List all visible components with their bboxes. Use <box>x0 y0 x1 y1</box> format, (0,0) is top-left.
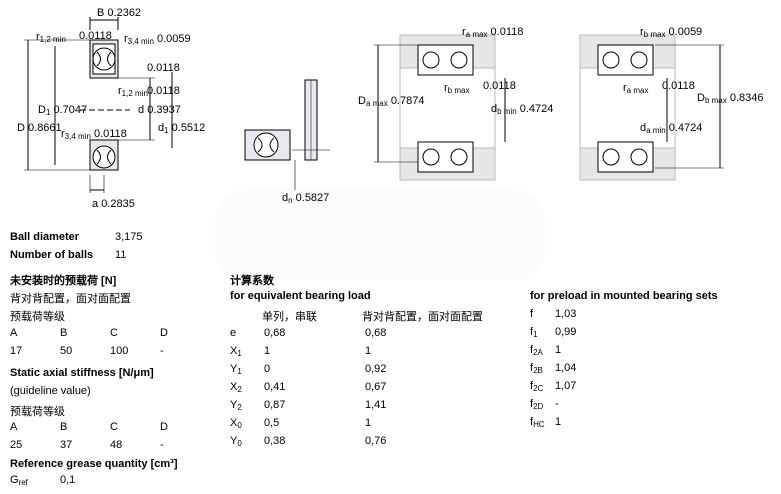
factor-value-paired: 1 <box>365 417 372 429</box>
spacer-drawing <box>244 79 330 190</box>
dim-r12-label: r1,2 min <box>36 31 66 44</box>
grease-title: Reference grease quantity [cm³] <box>10 458 178 470</box>
preload-value-a: 17 <box>10 345 23 357</box>
preload-sub: 背对背配置，面对面配置 <box>10 293 131 305</box>
grease-label: Gref <box>10 474 28 487</box>
bearing-section-drawing <box>24 17 173 193</box>
mounting-drawing-b <box>579 34 724 181</box>
dim-r34-b-label: r3,4 min 0.0118 <box>61 128 127 141</box>
preload-factor-value: 1,04 <box>555 362 577 374</box>
stiffness-value-c: 48 <box>110 439 123 451</box>
preload-factor-value: 1 <box>555 344 562 356</box>
preload-factor-value: - <box>555 398 559 410</box>
dim-outer-d-label: D 0.8661 <box>17 122 62 134</box>
calc-title: 计算系数 <box>230 275 274 287</box>
stiffness-class: 预载荷等级 <box>10 406 65 418</box>
factor-value-single: 0,38 <box>264 435 286 447</box>
ball-diameter-label: Ball diameter <box>10 231 80 243</box>
dim-ramax-label: ra max 0.0118 <box>462 26 524 39</box>
dim-r12-value: 0.0118 <box>79 30 112 42</box>
preload-factor-value: 1 <box>555 416 562 428</box>
stiffness-value-a: 25 <box>10 439 23 451</box>
factor-symbol: X0 <box>230 417 242 430</box>
num-balls-value: 11 <box>115 249 127 261</box>
equivalent-load-title: for equivalent bearing load <box>230 290 371 302</box>
dim-damax-label: Da max 0.7874 <box>358 95 425 108</box>
stiffness-value-b: 37 <box>60 439 73 451</box>
num-balls-label: Number of balls <box>10 249 94 261</box>
dim-b-label: B 0.2362 <box>97 7 142 19</box>
preload-factor-symbol: f <box>530 308 534 320</box>
dim-r34-label: r3,4 min 0.0059 <box>124 33 191 46</box>
preload-class: 预载荷等级 <box>10 311 65 323</box>
dim-r12-b-value: 0.0118 <box>147 85 180 97</box>
preload-factor-symbol: f2D <box>530 398 544 411</box>
factor-symbol: e <box>230 327 237 339</box>
mounting-drawing-a <box>374 34 506 181</box>
factor-symbol: X1 <box>230 345 242 358</box>
dim-ramax-b-value: 0.0118 <box>662 80 695 92</box>
factor-value-paired: 0,67 <box>365 381 387 393</box>
factor-value-paired: 0,92 <box>365 363 387 375</box>
preload-header-a: A <box>10 327 18 339</box>
dim-rbmax-value: 0.0118 <box>483 80 516 92</box>
stiffness-value-d: - <box>160 439 164 451</box>
factor-value-paired: 0,76 <box>365 435 387 447</box>
dim-damin-label: da min 0.4724 <box>640 122 703 135</box>
dim-dn-label: dn 0.5827 <box>282 192 330 205</box>
factor-value-single: 1 <box>264 345 271 357</box>
factor-symbol: Y1 <box>230 363 242 376</box>
grease-value: 0,1 <box>60 474 76 486</box>
preload-factor-symbol: f1 <box>530 326 538 339</box>
factor-value-single: 0,87 <box>264 399 286 411</box>
stiffness-header-b: B <box>60 421 68 433</box>
dim-rbmax-b-label: rb max 0.0059 <box>640 26 703 39</box>
dim-r12-b-label: r1,2 min <box>118 85 148 98</box>
factor-value-paired: 0,68 <box>365 327 387 339</box>
preload-sets-title: for preload in mounted bearing sets <box>530 290 718 302</box>
factor-symbol: Y2 <box>230 399 242 412</box>
factor-value-single: 0 <box>264 363 271 375</box>
preload-factor-symbol: f2A <box>530 344 543 357</box>
col-single-row: 单列，串联 <box>262 311 317 323</box>
preload-factor-value: 1,03 <box>555 308 577 320</box>
stiffness-title: Static axial stiffness [N/μm] <box>10 367 154 379</box>
dim-rbmax-label: rb max <box>444 82 470 95</box>
factor-value-paired: 1 <box>365 345 372 357</box>
dim-d-label: d 0.3937 <box>138 104 181 116</box>
factor-value-single: 0,68 <box>264 327 286 339</box>
col-back-to-back: 背对背配置，面对面配置 <box>362 311 483 323</box>
preload-factor-symbol: f2C <box>530 380 544 393</box>
dim-a-label: a 0.2835 <box>92 198 135 210</box>
preload-factor-symbol: fHC <box>530 416 545 429</box>
preload-header-c: C <box>110 327 118 339</box>
preload-header-d: D <box>160 327 168 339</box>
stiffness-sub: (guideline value) <box>10 385 91 397</box>
factor-value-paired: 1,41 <box>365 399 387 411</box>
dim-d1-label: d1 0.5512 <box>158 122 206 135</box>
dim-dbmin-label: db min 0.4724 <box>491 103 554 116</box>
preload-factor-symbol: f2B <box>530 362 543 375</box>
preload-factor-value: 1,07 <box>555 380 577 392</box>
preload-value-c: 100 <box>110 345 129 357</box>
factor-value-single: 0,41 <box>264 381 286 393</box>
ball-diameter-value: 3,175 <box>115 231 143 243</box>
preload-value-d: - <box>160 345 164 357</box>
factor-symbol: X2 <box>230 381 242 394</box>
preload-factor-value: 0,99 <box>555 326 577 338</box>
preload-header-b: B <box>60 327 68 339</box>
dim-dbmax-label: Db max 0.8346 <box>697 92 764 105</box>
preload-value-b: 50 <box>60 345 73 357</box>
stiffness-header-c: C <box>110 421 118 433</box>
bearing-drawings <box>24 17 724 193</box>
preload-title: 未安装时的预载荷 [N] <box>10 275 117 287</box>
factor-value-single: 0,5 <box>264 417 280 429</box>
dim-ramax-b-label: ra max <box>623 82 649 95</box>
dim-r12-right-value: 0.0118 <box>147 62 180 74</box>
factor-symbol: Y0 <box>230 435 242 448</box>
stiffness-header-a: A <box>10 421 18 433</box>
stiffness-header-d: D <box>160 421 168 433</box>
watermark <box>215 190 545 280</box>
dim-d1-upper-label: D1 0.7047 <box>38 104 88 117</box>
